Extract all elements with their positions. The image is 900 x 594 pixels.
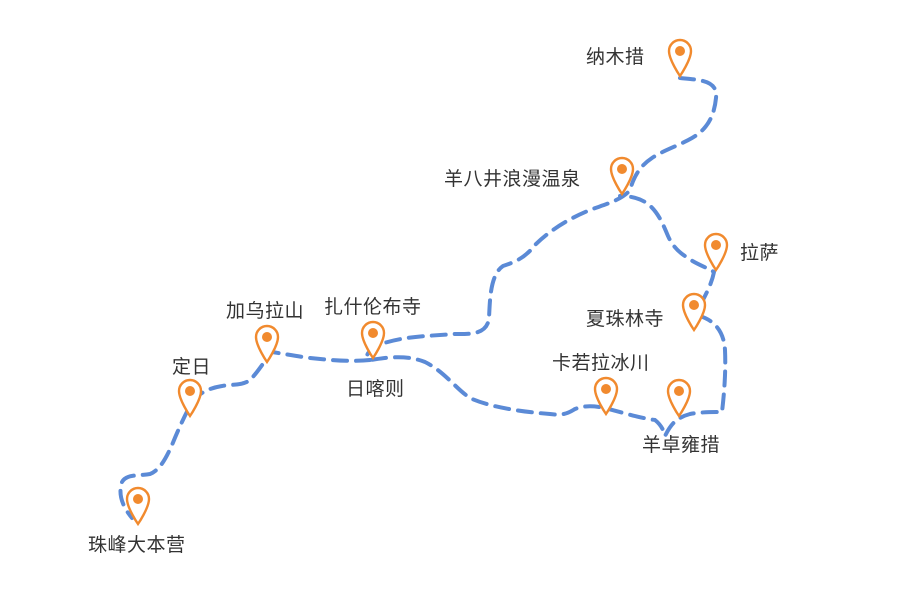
place-label-xiazhulin: 夏珠林寺 — [586, 308, 665, 330]
place-label-tingri: 定日 — [172, 356, 212, 378]
place-label-everest: 珠峰大本营 — [88, 534, 186, 556]
place-label-yangbajing: 羊八井浪漫温泉 — [444, 168, 581, 190]
map-pin-icon[interactable] — [254, 324, 280, 364]
place-label-tashilhunpo: 扎什伦布寺 — [324, 296, 422, 318]
place-label-karola: 卡若拉冰川 — [552, 352, 650, 374]
route-line-west — [118, 350, 372, 520]
map-pin-icon[interactable] — [667, 38, 693, 78]
map-pin-icon[interactable] — [177, 378, 203, 418]
place-label-shigatse: 日喀则 — [346, 378, 405, 400]
map-pin-icon[interactable] — [125, 486, 151, 526]
place-label-gyatsola: 加乌拉山 — [226, 300, 305, 322]
map-pin-icon[interactable] — [609, 156, 635, 196]
map-pin-icon[interactable] — [666, 378, 692, 418]
route-line — [365, 76, 728, 438]
place-label-lhasa: 拉萨 — [740, 242, 780, 264]
place-label-yamdrok: 羊卓雍措 — [642, 434, 721, 456]
map-pin-icon[interactable] — [360, 320, 386, 360]
place-label-namtso: 纳木措 — [586, 46, 645, 68]
map-pin-icon[interactable] — [703, 232, 729, 272]
map-pin-icon[interactable] — [681, 292, 707, 332]
map-pin-icon[interactable] — [593, 376, 619, 416]
